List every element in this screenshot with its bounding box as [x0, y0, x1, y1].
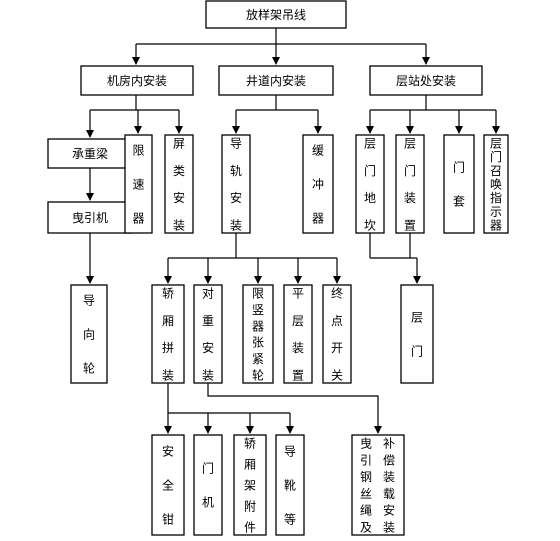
category-shaft-label: 井道内安装 — [246, 73, 306, 88]
screen-install-label: 屏类安装 — [173, 137, 185, 233]
category-machine-room: 机房内安装 — [80, 65, 194, 96]
guide-rail-install-label: 导轨安装 — [230, 137, 242, 233]
node-landing-door-device: 层门装置 — [395, 134, 425, 234]
node-limit-switch: 终点开关 — [322, 284, 352, 384]
safety-gear-label: 安全钳 — [162, 444, 174, 527]
category-machine-room-label: 机房内安装 — [107, 73, 167, 88]
counterweight-install-label: 对重安装 — [202, 287, 214, 383]
node-door-operator: 门机 — [193, 434, 223, 536]
door-frame-label: 门套 — [453, 160, 465, 209]
landing-door-label: 层门 — [411, 311, 423, 359]
call-indicator-label: 层门召唤指示器 — [490, 137, 502, 233]
node-car-frame-accessories: 轿厢架附件 — [233, 434, 267, 536]
category-landing-label: 层站处安装 — [396, 73, 456, 88]
landing-sill-label: 层门地坎 — [364, 137, 376, 233]
node-guide-wheel: 导向轮 — [70, 284, 108, 384]
node-guide-rail-install: 导轨安装 — [221, 134, 251, 234]
guide-shoes-label: 导靴等 — [284, 445, 296, 527]
speed-limiter-label: 限速器 — [132, 144, 144, 226]
category-landing: 层站处安装 — [369, 65, 483, 96]
compensation-install-label: 补偿装载安装 — [383, 437, 395, 535]
node-door-frame: 门套 — [443, 134, 475, 234]
node-traction-machine: 曳引机 — [47, 201, 133, 234]
node-call-indicator: 层门召唤指示器 — [483, 134, 509, 234]
bearing-beam-label: 承重梁 — [72, 146, 108, 161]
car-assembly-label: 轿厢拼装 — [162, 286, 174, 383]
governor-tension-wheel-label: 限竖器张紧轮 — [252, 287, 264, 383]
node-speed-limiter: 限速器 — [124, 134, 153, 234]
root-node: 放样架吊线 — [205, 0, 347, 29]
traction-machine-label: 曳引机 — [72, 211, 108, 225]
limit-switch-label: 终点开关 — [331, 286, 343, 383]
node-level-device: 平层装置 — [283, 284, 313, 384]
door-operator-label: 门机 — [202, 461, 214, 510]
node-safety-gear: 安全钳 — [151, 434, 185, 536]
node-bearing-beam: 承重梁 — [47, 138, 133, 169]
buffer-label: 缓冲器 — [312, 144, 324, 226]
landing-door-device-label: 层门装置 — [404, 137, 416, 233]
connectors — [86, 28, 500, 434]
arrow-to-rope-compensation — [207, 383, 382, 434]
node-car-assembly: 轿厢拼装 — [151, 284, 185, 384]
level-device-label: 平层装置 — [292, 287, 304, 383]
node-rope-compensation: 曳引钢丝绳及 补偿装载安装 — [351, 434, 405, 536]
node-governor-tension-wheel: 限竖器张紧轮 — [242, 284, 274, 384]
guide-wheel-label: 导向轮 — [83, 294, 95, 376]
root-label: 放样架吊线 — [246, 7, 306, 22]
node-landing-sill: 层门地坎 — [355, 134, 385, 234]
node-guide-shoes: 导靴等 — [275, 434, 305, 536]
node-buffer: 缓冲器 — [302, 134, 334, 234]
node-counterweight-install: 对重安装 — [193, 284, 223, 384]
car-frame-accessories-label: 轿厢架附件 — [244, 436, 256, 535]
traction-rope-label: 曳引钢丝绳及 — [360, 437, 372, 535]
node-landing-door: 层门 — [400, 284, 434, 384]
category-shaft: 井道内安装 — [218, 65, 334, 96]
node-screen-install: 屏类安装 — [164, 134, 194, 234]
